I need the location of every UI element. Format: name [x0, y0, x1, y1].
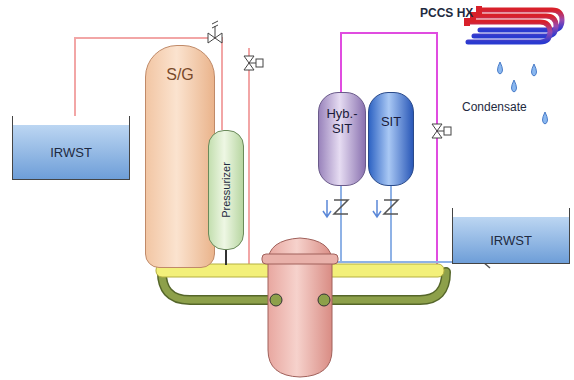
- check-valve: [384, 200, 398, 214]
- condensate-drop: [498, 62, 548, 124]
- valve-stem: [249, 63, 256, 64]
- node-label: Pressurizer: [220, 162, 233, 218]
- node-label: Hyb.- SIT: [321, 107, 363, 137]
- surge-line: [225, 250, 227, 265]
- water-tank: IRWST: [452, 208, 570, 264]
- condensate-label: Condensate: [462, 100, 527, 114]
- water-tank: IRWST: [12, 116, 130, 180]
- steam-generator: S/G: [145, 45, 215, 268]
- hybrid-safety-injection-tank: Hyb.- SIT: [318, 92, 366, 186]
- valve-stem: [437, 131, 444, 132]
- node-label: IRWST: [490, 234, 532, 249]
- hot-leg: [324, 264, 444, 277]
- check-valve: [334, 200, 348, 214]
- nozzle: [318, 294, 330, 306]
- valve-actuator: [444, 127, 451, 135]
- flow-arrow: [373, 200, 381, 217]
- node-label: SIT: [381, 115, 401, 130]
- pressurizer: Pressurizer: [208, 130, 244, 250]
- pccs-coils: [468, 10, 562, 42]
- node-label: S/G: [166, 66, 194, 84]
- depressurization-pipe: [248, 48, 250, 266]
- component-label: PCCS HX: [420, 6, 473, 20]
- safety-injection-tank: SIT: [368, 92, 414, 186]
- flow-arrow: [323, 200, 331, 217]
- relief-valve-spring: [212, 21, 218, 38]
- vessel-flange: [262, 254, 338, 264]
- valve-actuator: [256, 59, 263, 67]
- nozzle: [270, 294, 282, 306]
- node-label: IRWST: [50, 146, 92, 161]
